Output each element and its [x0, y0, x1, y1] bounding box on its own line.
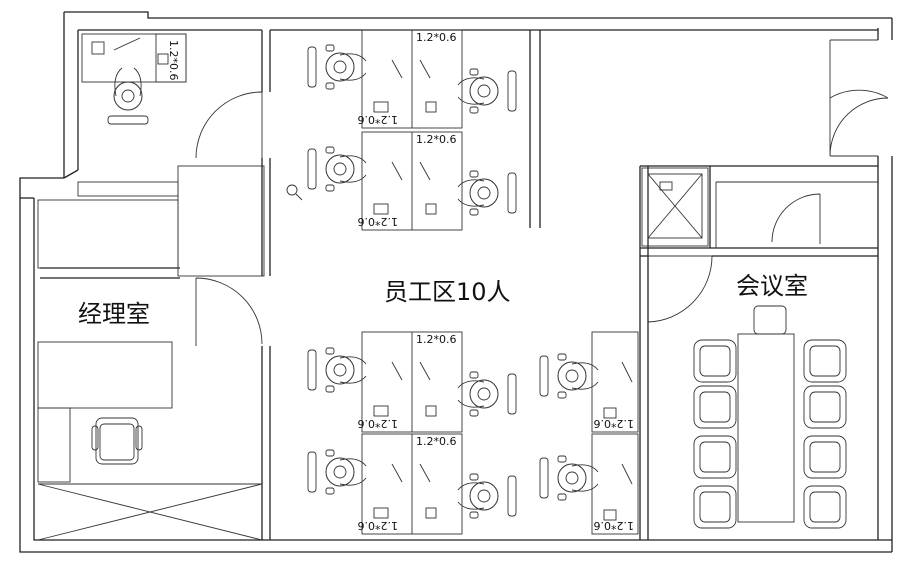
workstation-pair: 1.2*0.6 1.2*0.6	[307, 131, 517, 231]
workstation-pair: 1.2*0.6 1.2*0.6	[307, 331, 517, 433]
meeting-table	[737, 305, 795, 523]
central-partitions	[529, 30, 878, 540]
search-icon[interactable]	[286, 184, 303, 201]
desk-size-label: 1.2*0.6	[167, 40, 180, 81]
workstation-single: 1.2*0.6	[539, 433, 639, 535]
manager-partitions	[37, 30, 271, 541]
workstation-single: 1.2*0.6	[539, 331, 639, 433]
room-label-manager: 经理室	[78, 300, 150, 328]
cabinet-unit	[641, 167, 709, 247]
workstations: 1.2*0.61.2*0.61.2*0.61.2*0.61.2*0.61.2*0…	[81, 29, 639, 535]
meeting-chair	[803, 385, 847, 429]
desk-size-label: 1.2*0.6	[416, 435, 457, 448]
office-chair	[457, 68, 517, 114]
office-chair	[107, 67, 149, 125]
office-chair	[457, 170, 517, 216]
desk-size-label: 1.2*0.6	[358, 519, 399, 532]
office-chair	[539, 353, 599, 399]
workstation-single: 1.2*0.6	[81, 33, 187, 125]
workstation-pair: 1.2*0.6 1.2*0.6	[307, 29, 517, 129]
workstation-pair: 1.2*0.6 1.2*0.6	[307, 433, 517, 535]
office-chair	[457, 473, 517, 519]
meeting-chair	[693, 435, 737, 479]
meeting-chair	[693, 385, 737, 429]
desk-size-label: 1.2*0.6	[594, 519, 635, 532]
meeting-chair	[803, 485, 847, 529]
doors	[195, 39, 889, 346]
manager-chair	[91, 417, 143, 465]
meeting-chair	[693, 339, 737, 383]
office-chair	[539, 455, 599, 501]
meeting-chair	[803, 435, 847, 479]
desk-size-label: 1.2*0.6	[358, 113, 399, 126]
desk-size-label: 1.2*0.6	[358, 215, 399, 228]
meeting-chair	[693, 485, 737, 529]
office-chair	[307, 347, 367, 393]
desk-size-label: 1.2*0.6	[594, 417, 635, 430]
office-chair	[307, 146, 367, 192]
desk-size-label: 1.2*0.6	[416, 31, 457, 44]
office-chair	[307, 44, 367, 90]
room-label-meeting: 会议室	[736, 272, 808, 300]
office-chair	[307, 449, 367, 495]
office-chair	[457, 371, 517, 417]
meeting-chairs	[693, 339, 847, 529]
desk-size-label: 1.2*0.6	[416, 333, 457, 346]
desk-size-label: 1.2*0.6	[416, 133, 457, 146]
meeting-chair	[803, 339, 847, 383]
desk-size-label: 1.2*0.6	[358, 417, 399, 430]
room-label-staff: 员工区10人	[384, 278, 511, 306]
